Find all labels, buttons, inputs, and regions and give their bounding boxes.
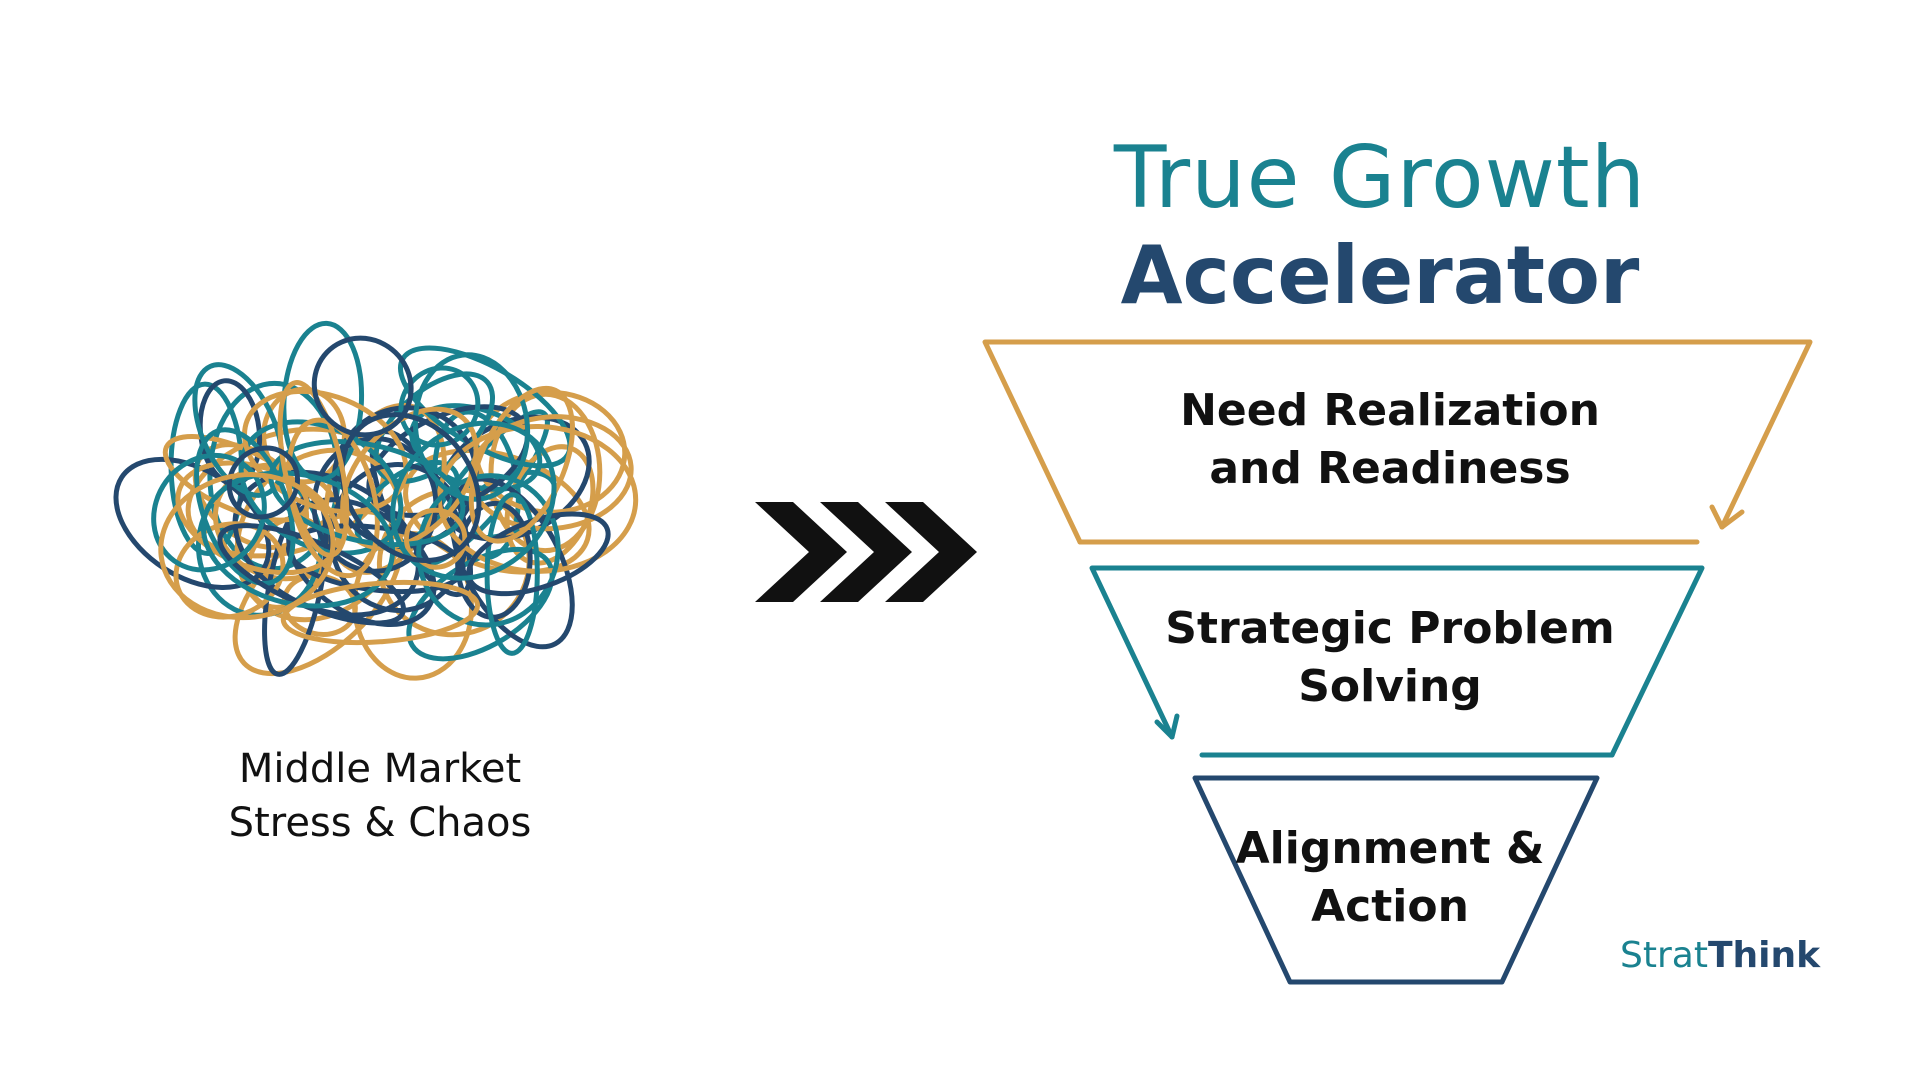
tangled-scribble-icon (113, 320, 639, 681)
stage-2-label: Strategic Problem Solving (1165, 603, 1615, 712)
scribble-loop (280, 579, 481, 646)
chevron-1-icon (755, 502, 847, 602)
chevron-2-icon (820, 502, 912, 602)
scribble-loop (390, 420, 557, 581)
scribble-loop (200, 470, 396, 609)
scribble-loop (151, 452, 267, 573)
scribble-loop (468, 385, 575, 544)
scribble-loop (339, 412, 482, 563)
stage-1-label: Need Realization and Readiness (1180, 385, 1600, 494)
logo-part-strat: Strat (1620, 935, 1708, 976)
triple-chevron-right-icon (755, 502, 977, 602)
chaos-caption: Middle Market Stress & Chaos (228, 746, 532, 846)
scribble-loop (158, 472, 336, 621)
logo-part-think: Think (1707, 935, 1821, 976)
stage-1-arrowhead-icon (1709, 504, 1745, 530)
scribble-loop (311, 335, 414, 438)
scribble-loop (226, 445, 301, 520)
stage-1-outline (982, 339, 1813, 545)
scribble-loop (242, 388, 409, 515)
title-line-2: Accelerator (1120, 229, 1640, 322)
stage-2-arrowhead-icon (1154, 713, 1180, 740)
chevron-3-icon (885, 502, 977, 602)
stage-3-label: Alignment & Action (1235, 823, 1545, 932)
stratthink-logo: StratThink (1620, 934, 1820, 978)
scribble-loop (403, 507, 468, 570)
title-line-1: True Growth (1113, 128, 1647, 228)
stage-2-outline (1089, 565, 1705, 758)
stage-3-outline (1192, 775, 1600, 985)
funnel (982, 339, 1813, 985)
